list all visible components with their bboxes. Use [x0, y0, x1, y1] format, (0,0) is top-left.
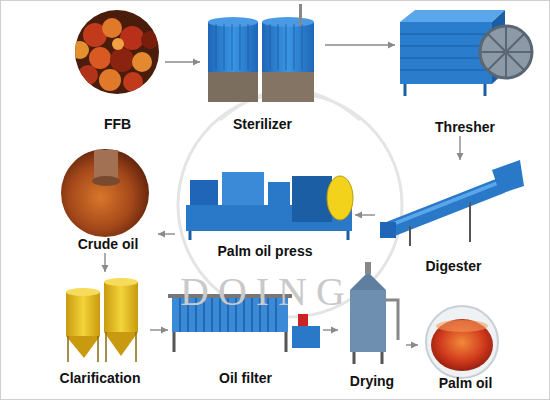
process-station: Crude oil	[58, 145, 158, 253]
flow-arrow	[457, 136, 464, 160]
station-label: Thresher	[435, 119, 495, 136]
process-station: FFB	[70, 5, 165, 133]
station-label: Palm oil press	[218, 243, 313, 260]
flow-arrow	[406, 342, 418, 349]
process-station: Drying	[338, 260, 406, 390]
flow-arrow	[158, 231, 175, 238]
station-label: Palm oil	[439, 375, 493, 392]
station-label: Clarification	[60, 370, 141, 387]
station-label: Digester	[425, 258, 481, 275]
process-station: Thresher	[395, 4, 535, 136]
arrow-head	[411, 342, 418, 349]
arrow-head	[457, 153, 464, 160]
station-label: Oil filter	[219, 370, 272, 387]
process-station: Palm oil	[418, 300, 513, 392]
arrow-head	[161, 327, 168, 334]
arrow-head	[158, 231, 165, 238]
arrow-head	[102, 265, 109, 272]
arrow-head	[193, 59, 200, 66]
process-station: Oil filter	[168, 282, 323, 387]
process-station: Clarification	[50, 272, 150, 387]
flow-arrow	[323, 327, 338, 334]
arrow-head	[388, 42, 395, 49]
arrow-head	[355, 212, 362, 219]
flow-arrow	[165, 59, 200, 66]
watermark: DOING	[180, 268, 354, 315]
process-station: Digester	[375, 160, 532, 275]
flow-arrow	[150, 327, 168, 334]
arrow-head	[331, 327, 338, 334]
process-station: Palm oil press	[175, 150, 355, 260]
process-station: Sterilizer	[200, 8, 325, 133]
flow-arrow	[102, 253, 109, 272]
flow-arrow	[355, 212, 375, 219]
station-label: Drying	[350, 373, 394, 390]
station-label: Crude oil	[78, 236, 139, 253]
station-label: Sterilizer	[233, 116, 292, 133]
station-label: FFB	[104, 116, 131, 133]
arrow-line	[325, 44, 395, 45]
flow-arrow	[325, 42, 395, 49]
